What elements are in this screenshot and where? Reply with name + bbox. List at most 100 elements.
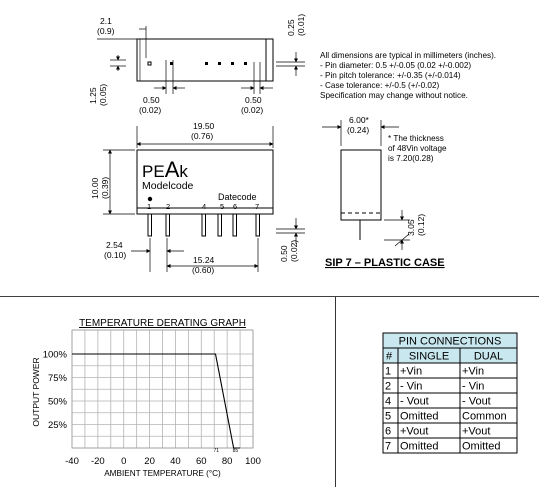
note-line: - Pin pitch tolerance: +/-0.35 (+/-0.014… [320, 71, 461, 80]
pin-number: 4 [202, 202, 206, 211]
pin-number: 7 [255, 202, 259, 211]
graph-title: TEMPERATURE DERATING GRAPH [79, 318, 246, 329]
top-pin [147, 61, 152, 66]
dim-top-thickness: 0.25(0.01) [286, 14, 306, 36]
table-cell: 4 [385, 396, 391, 408]
top-pin [205, 62, 208, 65]
side-view-dimension-lines [322, 120, 410, 250]
table-cell: Omitted [400, 411, 439, 423]
x-tick-label: -20 [91, 456, 105, 467]
table-cell: Omitted [400, 441, 439, 453]
dim-height: 10.00(0.39) [90, 177, 110, 199]
derating-graph: TEMPERATURE DERATING GRAPH 100% 75% 50% 25% -… [31, 318, 261, 478]
top-pin [231, 62, 234, 65]
table-column-header: SINGLE [409, 351, 449, 363]
table-cell: +Vin [400, 366, 422, 378]
side-view [340, 149, 382, 240]
dim-length: 19.50(0.76) [191, 121, 215, 141]
note-line: All dimensions are typical in millimeter… [320, 51, 496, 60]
datecode-label: Datecode [218, 192, 257, 202]
table-cell: - Vin [400, 381, 422, 393]
x-tick-label: 20 [144, 456, 155, 467]
note-line: is 7.20(0.28) [388, 154, 434, 163]
note-line: of 48Vin voltage [388, 144, 447, 153]
table-cell: Omitted [462, 441, 501, 453]
table-column-header: DUAL [474, 351, 503, 363]
y-tick-label: 100% [43, 350, 68, 361]
case-title: SIP 7 – PLASTIC CASE [325, 257, 445, 269]
lead [217, 213, 222, 237]
graph-grid [71, 329, 254, 449]
y-tick-label: 75% [48, 373, 68, 384]
y-tick-label: 50% [48, 397, 68, 408]
annotation-label: 85 [233, 448, 239, 454]
table-column-header: # [386, 351, 393, 363]
pin-numbers: 1 2 4 5 6 7 [147, 202, 259, 211]
lead [147, 213, 152, 237]
lead [165, 213, 170, 237]
dim-pin-height: 1.25(0.05) [88, 84, 108, 106]
table-cell: - Vin [462, 381, 484, 393]
dim-case-thickness: 6.00*(0.24) [347, 115, 370, 135]
lead [232, 213, 237, 237]
pin-number: 1 [147, 202, 151, 211]
note-line: - Pin diameter: 0.5 +/-0.05 (0.02 +/-0.0… [320, 61, 471, 70]
x-tick-label: 40 [170, 456, 181, 467]
table-cell: 2 [385, 381, 391, 393]
pin1-dot [147, 196, 153, 202]
top-view [136, 38, 274, 82]
side-view-body [340, 149, 382, 221]
pin-number: 6 [233, 202, 237, 211]
lead [201, 213, 206, 237]
dim-first-pin: 2.54(0.10) [104, 240, 126, 260]
dim-pin-diameter-left: 0.50(0.02) [139, 95, 161, 115]
note-line: * The thickness [388, 134, 444, 143]
table-grid [382, 332, 518, 454]
annotation-label: 71 [214, 448, 220, 454]
note-line: Specification may change without notice. [320, 91, 468, 100]
table-cell: 1 [385, 366, 391, 378]
dim-pin-length: 3.05(0.12) [406, 214, 426, 236]
table-cell: +Vout [400, 426, 428, 438]
table-cell: +Vin [462, 366, 484, 378]
lead [255, 213, 260, 237]
dim-pin-span: 15.24(0.60) [192, 255, 215, 275]
table-cell: Common [462, 411, 507, 423]
x-tick-label: 60 [196, 456, 207, 467]
pin-number: 2 [166, 202, 170, 211]
spec-notes: All dimensions are typical in millimeter… [320, 51, 496, 100]
dim-pin-offset: 2.1(0.9) [97, 16, 115, 36]
y-tick-label: 25% [48, 420, 68, 431]
y-axis-label: OUTPUT POWER [31, 357, 41, 426]
table-cell: - Vout [400, 396, 429, 408]
x-tick-label: 80 [222, 456, 233, 467]
table-cell: - Vout [462, 396, 491, 408]
x-tick-label: 0 [121, 456, 126, 467]
brand-logo: PEAk [142, 157, 188, 182]
top-pin [170, 62, 173, 65]
x-tick-label: 100 [245, 456, 261, 467]
x-tick-label: -40 [65, 456, 79, 467]
top-pin [244, 62, 247, 65]
table-cell: 5 [385, 411, 391, 423]
derating-line [72, 353, 241, 449]
dim-pin-diameter-right: 0.50(0.02) [241, 95, 263, 115]
dim-lead-width: 0.50(0.02) [279, 240, 299, 262]
table-cell: +Vout [462, 426, 490, 438]
table-cell: 7 [385, 441, 391, 453]
top-view-dimension-lines [97, 26, 305, 94]
pin-connections-table: PIN CONNECTIONS # SINGLE DUAL 1 +Vin +Vin 2 - Vi… [382, 332, 518, 454]
table-cell: 6 [385, 426, 391, 438]
table-title: PIN CONNECTIONS [399, 336, 502, 348]
front-view-leads [147, 213, 260, 237]
top-pin [218, 62, 221, 65]
modelcode-label: Modelcode [142, 180, 194, 192]
top-view-pins [147, 61, 247, 66]
plot-frame [71, 329, 254, 449]
pin-number: 5 [220, 202, 224, 211]
top-view-body [136, 38, 274, 82]
front-view-dimension-lines [103, 126, 305, 272]
x-axis-label: AMBIENT TEMPERATURE (°C) [104, 469, 221, 478]
